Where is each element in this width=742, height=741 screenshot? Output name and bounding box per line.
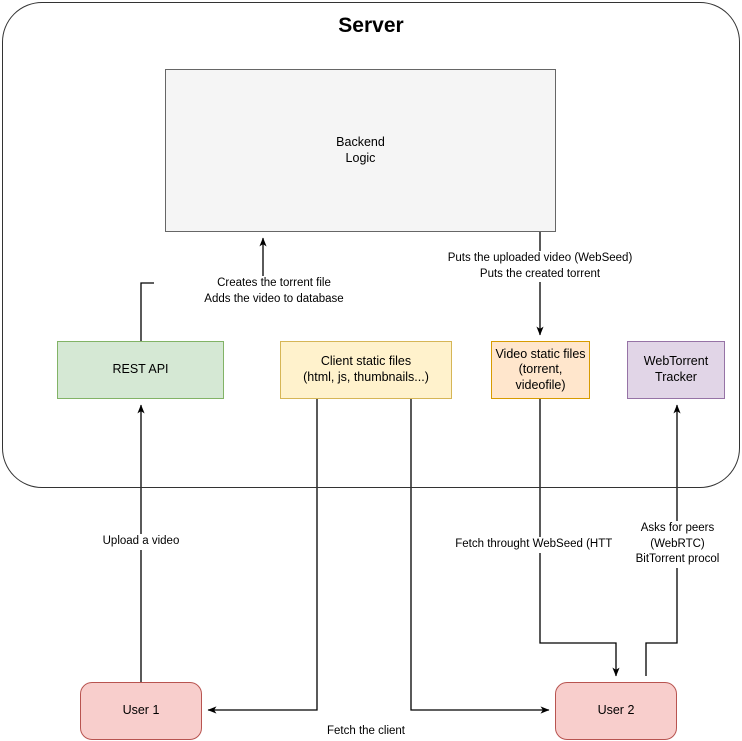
server-title: Server <box>338 14 404 37</box>
server-container <box>2 2 740 488</box>
node-rest-api[interactable]: REST API <box>57 341 224 399</box>
node-client-static-files[interactable]: Client static files (html, js, thumbnail… <box>280 341 452 399</box>
edge-label-fetch-client-app-label: Fetch the client application <box>300 724 432 741</box>
edge-label-fetch-webseed-label: Fetch throught WebSeed (HTTP) <box>453 537 626 553</box>
edge-label-upload-a-video-label: Upload a video <box>98 534 184 550</box>
node-user-2[interactable]: User 2 <box>555 682 677 740</box>
edge-client-static-to-user1 <box>207 399 318 714</box>
edge-label-creates-torrent-label: Creates the torrent file Adds the video … <box>154 276 394 308</box>
edge-rest-api-to-backend <box>140 282 155 341</box>
edge-label-asks-for-peers-label: Asks for peers (WebRTC) BitTorrent proco… <box>613 521 742 568</box>
edge-video-static-to-user2 <box>539 399 620 677</box>
node-user-1[interactable]: User 1 <box>80 682 202 740</box>
edge-client-static-to-user2 <box>410 399 550 714</box>
edge-label-puts-uploaded-video-label: Puts the uploaded video (WebSeed) Puts t… <box>440 251 640 283</box>
node-video-static-files[interactable]: Video static files (torrent, videofile) <box>491 341 590 399</box>
node-webtorrent-tracker[interactable]: WebTorrent Tracker <box>627 341 725 399</box>
node-backend-logic[interactable]: Backend Logic <box>165 69 556 232</box>
